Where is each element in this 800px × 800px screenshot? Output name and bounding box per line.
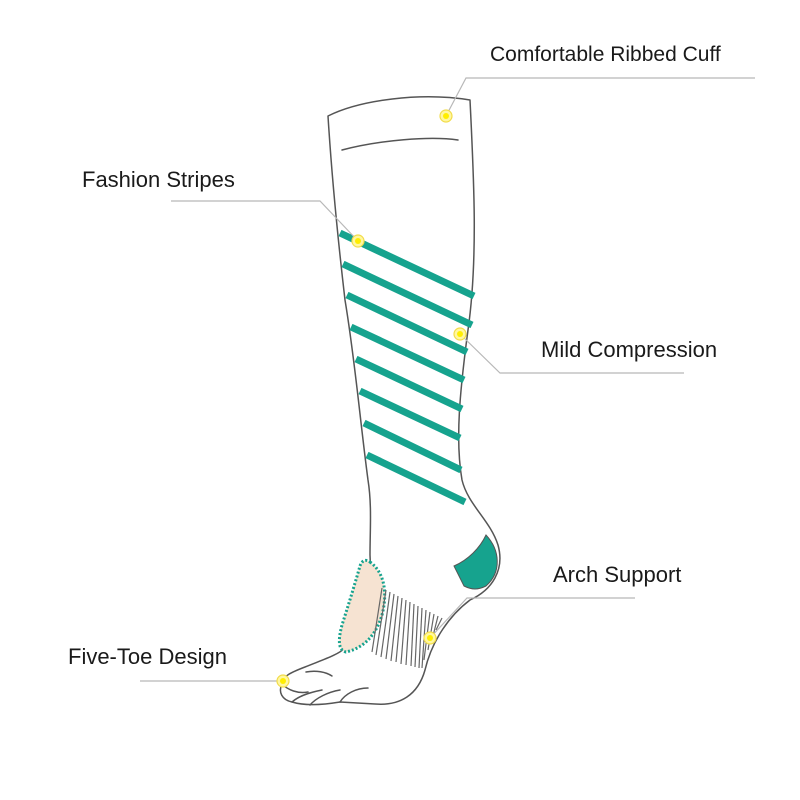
- marker-arch: [423, 631, 437, 645]
- label-fashion-stripes: Fashion Stripes: [82, 167, 235, 192]
- marker-stripes: [351, 234, 365, 248]
- label-mild-compression: Mild Compression: [541, 337, 718, 362]
- cuff-line: [341, 137, 459, 151]
- heel-pad: [337, 558, 387, 654]
- leader-lines: [140, 77, 755, 682]
- label-five-toe-design: Five-Toe Design: [68, 644, 227, 669]
- leader-arch: [429, 597, 635, 639]
- stripe: [365, 451, 467, 506]
- leader-cuff: [445, 77, 755, 117]
- stripe: [341, 260, 474, 329]
- stripe: [354, 355, 464, 413]
- marker-compression: [453, 327, 467, 341]
- marker-cuff: [439, 109, 453, 123]
- toe-3: [309, 689, 341, 706]
- heel-cap: [453, 534, 498, 590]
- toe-4: [339, 687, 369, 703]
- sock-outline: [279, 96, 501, 706]
- leader-compression: [459, 333, 684, 374]
- stripe: [345, 291, 469, 356]
- stripe: [358, 387, 462, 442]
- leader-stripes: [171, 200, 359, 242]
- toe-2: [291, 689, 323, 703]
- label-comfortable-ribbed-cuff: Comfortable Ribbed Cuff: [490, 43, 721, 66]
- stripe: [349, 323, 466, 384]
- marker-toe: [276, 674, 290, 688]
- markers: [276, 109, 467, 688]
- sock-illustration: [279, 96, 501, 706]
- stripe: [362, 419, 463, 474]
- toe-5: [305, 670, 333, 677]
- label-arch-support: Arch Support: [553, 562, 682, 587]
